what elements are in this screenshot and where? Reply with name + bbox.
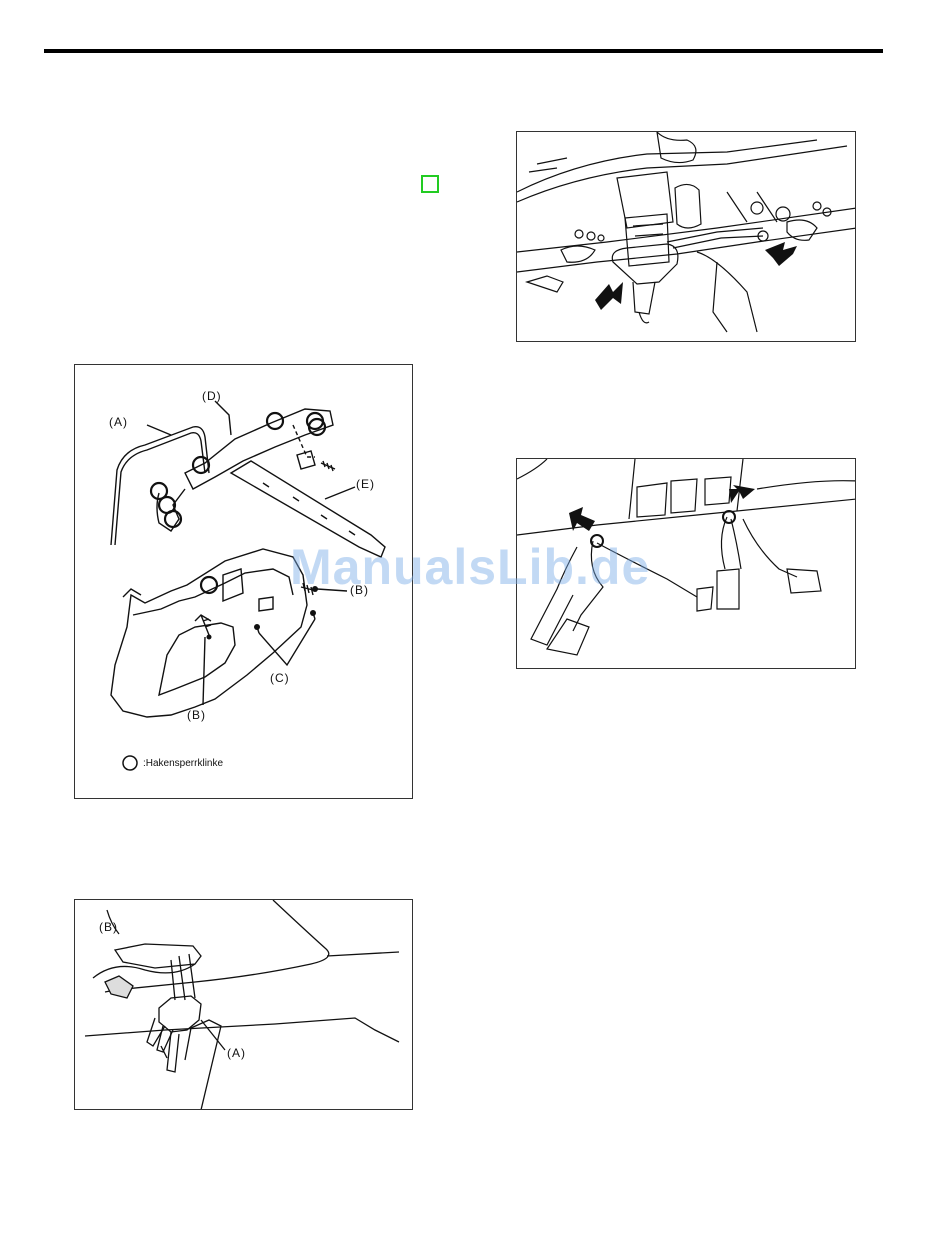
label-a: (A) (109, 415, 128, 429)
arrow-icon (729, 485, 755, 503)
label-a: (A) (227, 1046, 246, 1060)
label-b: (B) (99, 920, 118, 934)
label-e: (E) (356, 477, 375, 491)
label-b-bottom: (B) (187, 708, 206, 722)
watermark: ManualsLib.de (290, 538, 650, 596)
label-c: (C) (270, 671, 290, 685)
figure-belt-retractor (516, 131, 856, 342)
arrow-icon (765, 242, 797, 266)
legend-label: :Hakensperrklinke (143, 758, 223, 769)
belt-retractor-drawing (517, 132, 856, 342)
header-rule (44, 49, 883, 53)
belt-clip-drawing (75, 900, 413, 1110)
label-d: (D) (202, 389, 222, 403)
arrow-icon (595, 282, 623, 310)
figure-belt-clip: (B) (A) (74, 899, 413, 1110)
legend-circle-icon (123, 756, 137, 770)
marker-box-icon (421, 175, 439, 193)
